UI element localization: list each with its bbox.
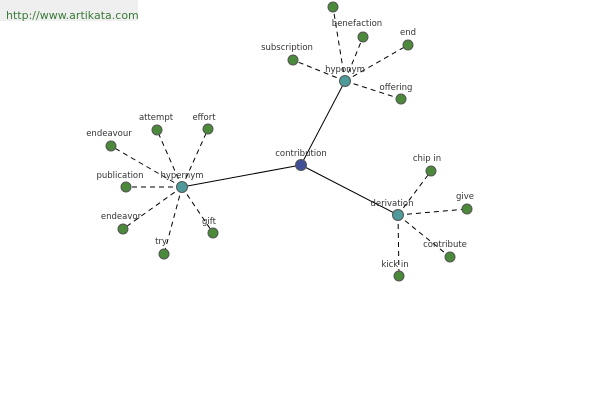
node-label-end: end [400,28,416,38]
edge-derivation-kick-in [397,214,400,277]
node-label-offering: offering [380,83,413,93]
node-circle-gift[interactable] [207,227,219,239]
node-hypo-top[interactable] [327,1,339,13]
node-hypernym[interactable]: hypernym [160,171,204,193]
node-label-attempt: attempt [139,113,174,123]
node-circle-chip-in[interactable] [425,165,437,177]
node-circle-publication[interactable] [120,181,132,193]
node-circle-end[interactable] [402,39,414,51]
edge-hypernym-endeavor [122,186,183,230]
node-circle-offering[interactable] [395,93,407,105]
graph-edges [110,6,468,277]
node-circle-hypernym[interactable] [176,181,188,193]
edge-hyponym-offering [344,80,402,100]
edge-derivation-give [397,208,468,216]
node-circle-contribute[interactable] [444,251,456,263]
node-label-effort: effort [192,113,216,123]
edge-hypernym-effort [181,128,209,188]
node-label-benefaction: benefaction [332,19,382,29]
node-give[interactable]: give [456,192,474,215]
edge-hypernym-gift [181,186,214,234]
node-label-derivation: derivation [370,199,413,209]
node-offering[interactable]: offering [380,83,413,105]
node-label-give: give [456,192,474,202]
edge-hyponym-subscription [292,59,346,82]
node-publication[interactable]: publication [96,171,144,193]
node-circle-contribution[interactable] [295,159,307,171]
node-label-hyponym: hyponym [325,65,365,75]
node-label-hypernym: hypernym [160,171,203,181]
node-label-endeavour: endeavour [86,129,132,139]
node-circle-endeavour[interactable] [105,140,117,152]
node-subscription[interactable]: subscription [261,43,313,66]
node-endeavor[interactable]: endeavor [101,212,142,235]
edge-hypernym-try [163,186,183,255]
node-label-contribute: contribute [423,240,467,250]
node-label-subscription: subscription [261,43,313,53]
node-derivation[interactable]: derivation [370,199,414,221]
node-circle-effort[interactable] [202,123,214,135]
edge-hyponym-benefaction [344,36,364,82]
node-circle-subscription[interactable] [287,54,299,66]
edge-hypernym-attempt [156,129,183,188]
edge-contribution-derivation [300,164,399,216]
node-attempt[interactable]: attempt [139,113,174,136]
node-label-endeavor: endeavor [101,212,142,222]
node-label-kick-in: kick in [381,260,408,270]
node-gift[interactable]: gift [202,217,219,239]
watermark-text: http://www.artikata.com [6,9,139,22]
edge-contribution-hypernym [181,164,302,188]
node-end[interactable]: end [400,28,416,51]
edge-hypernym-endeavour [110,145,183,188]
node-circle-endeavor[interactable] [117,223,129,235]
node-endeavour[interactable]: endeavour [86,129,132,152]
watermark-banner: http://www.artikata.com [0,0,139,22]
node-contribute[interactable]: contribute [423,240,467,263]
node-label-publication: publication [96,171,143,181]
node-circle-kick-in[interactable] [393,270,405,282]
node-label-contribution: contribution [275,149,327,159]
node-circle-hyponym[interactable] [339,75,351,87]
node-circle-try[interactable] [158,248,170,260]
node-label-try: try [155,237,167,247]
node-benefaction[interactable]: benefaction [332,19,382,43]
node-contribution[interactable]: contribution [275,149,327,171]
node-circle-attempt[interactable] [151,124,163,136]
node-circle-derivation[interactable] [392,209,404,221]
edge-hyponym-end [344,44,409,82]
edge-hyponym-hypo-top [332,6,346,82]
node-chip-in[interactable]: chip in [413,154,441,177]
node-label-chip-in: chip in [413,154,441,164]
graph-nodes: contribution hyponym hypernym derivation ben… [86,1,474,282]
node-circle-hypo-top[interactable] [327,1,339,13]
node-kick-in[interactable]: kick in [381,260,409,282]
edge-derivation-contribute [397,214,451,258]
node-effort[interactable]: effort [192,113,216,135]
node-hyponym[interactable]: hyponym [325,65,365,87]
node-circle-give[interactable] [461,203,473,215]
node-try[interactable]: try [155,237,170,260]
node-circle-benefaction[interactable] [357,31,369,43]
node-label-gift: gift [202,217,217,227]
edge-contribution-hyponym [300,80,346,166]
edge-derivation-chip-in [397,170,432,216]
